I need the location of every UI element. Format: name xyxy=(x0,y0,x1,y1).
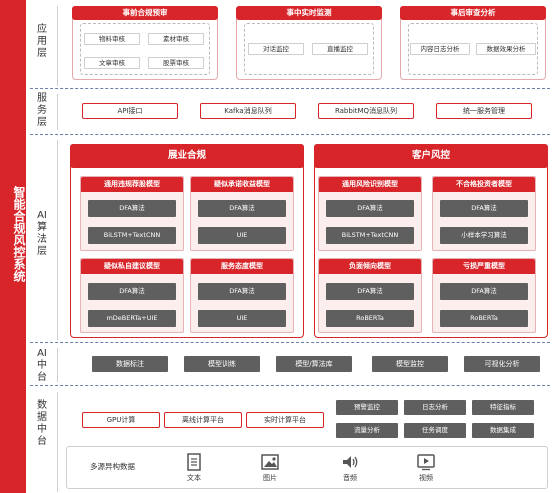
model-title: 疑似承诺收益模型 xyxy=(191,177,293,192)
model-title: 通用风险识别模型 xyxy=(319,177,421,192)
compute-offline: 离线计算平台 xyxy=(164,412,242,428)
algo-chip: BiLSTM+TextCNN xyxy=(326,227,414,244)
separator xyxy=(57,6,58,86)
layer-label-application: 应用层 xyxy=(37,24,47,59)
app-item: 物料审核 xyxy=(84,33,140,45)
algo-chip: BiLSTM+TextCNN xyxy=(88,227,176,244)
media-label: 文本 xyxy=(187,474,201,482)
media-label: 音频 xyxy=(343,474,357,482)
data-tool: 数据集成 xyxy=(472,423,534,438)
separator xyxy=(57,94,58,130)
algo-compliance-title: 展业合规 xyxy=(70,144,304,168)
side-title: 智能合规风控系统 xyxy=(12,186,26,282)
app-item: 文章审核 xyxy=(84,57,140,69)
model-title: 负面倾向模型 xyxy=(319,259,421,274)
ai-platform-item: 可视化分析 xyxy=(464,356,540,372)
algo-chip: 小样本学习算法 xyxy=(440,227,528,244)
audio-icon xyxy=(340,452,360,472)
algo-chip: DFA算法 xyxy=(198,200,286,217)
algo-chip: DFA算法 xyxy=(88,200,176,217)
app-post-group xyxy=(408,23,538,75)
app-item: 数据效果分析 xyxy=(476,43,536,55)
ai-platform-item: 模型/算法库 xyxy=(276,356,352,372)
algo-chip: DFA算法 xyxy=(440,283,528,300)
algo-chip: DFA算法 xyxy=(326,283,414,300)
algo-chip: RoBERTa xyxy=(440,310,528,327)
app-item: 直播监控 xyxy=(312,43,368,55)
model-title: 通用违规荐股模型 xyxy=(81,177,183,192)
service-api: API接口 xyxy=(82,103,178,119)
compute-realtime: 实时计算平台 xyxy=(246,412,324,428)
data-sources-label: 多源异构数据 xyxy=(90,462,135,471)
algo-chip: RoBERTa xyxy=(326,310,414,327)
side-title-bar: 智能合规风控系统 xyxy=(0,0,26,493)
service-management: 统一服务管理 xyxy=(436,103,532,119)
algo-chip: DFA算法 xyxy=(440,200,528,217)
ai-platform-item: 模型监控 xyxy=(372,356,448,372)
data-tool: 任务调度 xyxy=(404,423,466,438)
layer-divider xyxy=(30,88,550,89)
app-mid-group xyxy=(244,23,374,75)
service-rabbitmq: RabbitMQ消息队列 xyxy=(318,103,414,119)
document-icon xyxy=(184,452,204,472)
ai-platform-item: 数据标注 xyxy=(92,356,168,372)
model-title: 服务态度模型 xyxy=(191,259,293,274)
algo-chip: DFA算法 xyxy=(198,283,286,300)
model-title: 疑似私自建议模型 xyxy=(81,259,183,274)
layer-label-service: 服务层 xyxy=(37,93,47,128)
app-pre-title: 事前合规预审 xyxy=(72,6,218,20)
app-post-title: 事后审查分析 xyxy=(400,6,546,20)
ai-platform-item: 模型训练 xyxy=(184,356,260,372)
model-title: 亏损严重模型 xyxy=(433,259,535,274)
layer-divider xyxy=(30,385,550,386)
algo-chip: DFA算法 xyxy=(326,200,414,217)
model-title: 不合格投资者模型 xyxy=(433,177,535,192)
data-tool: 特征指标 xyxy=(472,400,534,415)
data-sources-box xyxy=(66,446,548,489)
algo-chip: DFA算法 xyxy=(88,283,176,300)
algo-chip: UIE xyxy=(198,227,286,244)
app-item: 素材审核 xyxy=(148,33,204,45)
service-kafka: Kafka消息队列 xyxy=(200,103,296,119)
algo-chip: UIE xyxy=(198,310,286,327)
separator xyxy=(57,140,58,340)
app-item: 对话监控 xyxy=(248,43,304,55)
app-mid-title: 事中实时监测 xyxy=(236,6,382,20)
app-item: 股票审核 xyxy=(148,57,204,69)
data-tool: 预警监控 xyxy=(336,400,398,415)
compute-gpu: GPU计算 xyxy=(82,412,160,428)
algo-risk-title: 客户风控 xyxy=(314,144,548,168)
layer-label-ai-platform: AI中台 xyxy=(37,348,47,383)
video-icon xyxy=(416,452,436,472)
layer-label-ai-algo: AI算法层 xyxy=(37,210,47,257)
data-tool: 流量分析 xyxy=(336,423,398,438)
app-pre-group xyxy=(80,23,210,75)
separator xyxy=(57,348,58,382)
image-icon xyxy=(260,452,280,472)
media-label: 图片 xyxy=(263,474,277,482)
layer-divider xyxy=(30,134,550,135)
layer-label-data-platform: 数据中台 xyxy=(37,400,47,447)
app-item: 内容日志分析 xyxy=(410,43,470,55)
algo-chip: mDeBERTa+UIE xyxy=(88,310,176,327)
separator xyxy=(57,392,58,492)
layer-divider xyxy=(30,342,550,343)
data-tool: 日志分析 xyxy=(404,400,466,415)
media-label: 视频 xyxy=(419,474,433,482)
